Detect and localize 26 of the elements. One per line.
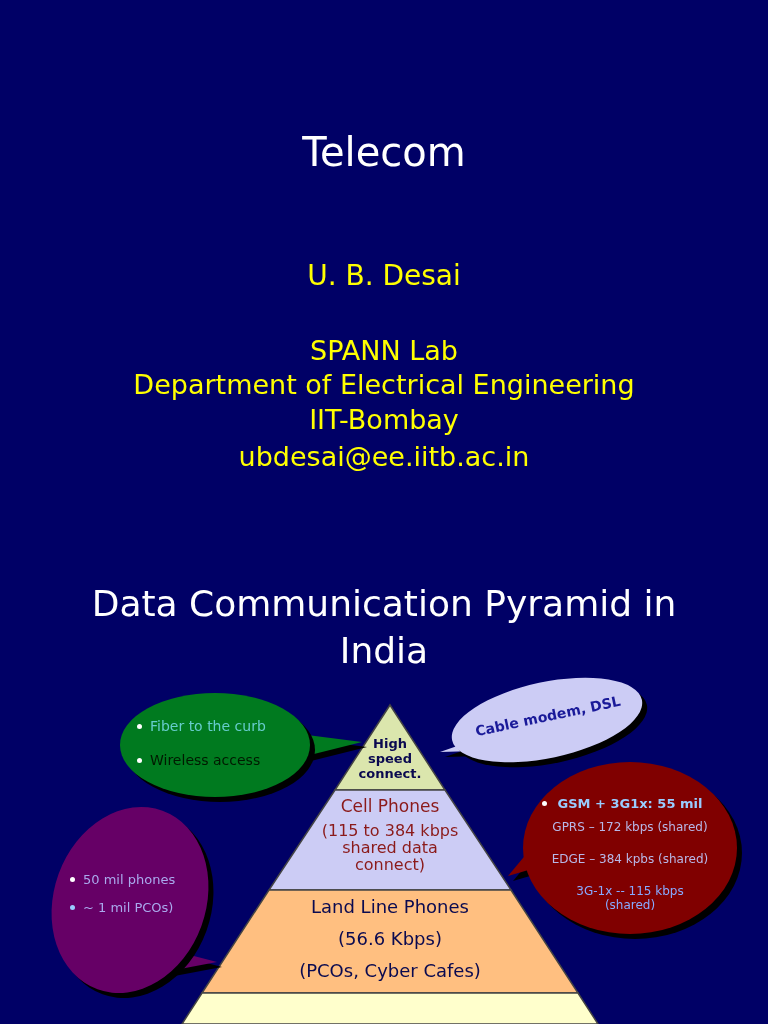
bubble-text: Cable modem, DSL [472, 692, 623, 741]
author-name: U. B. Desai [307, 258, 461, 294]
layer-text: (115 to 384 kbps shared data connect) [320, 822, 460, 873]
bubble-text: 50 mil phones [83, 872, 176, 888]
pyramid-layer [269, 790, 511, 890]
pyramid-layer [335, 705, 445, 790]
institute-name: IIT-Bombay [309, 403, 459, 437]
layer-text: Cell Phones [339, 796, 441, 816]
slide-title: Telecom [302, 128, 466, 176]
bubble-text: Wireless access [150, 752, 261, 769]
section-heading: Data Communication Pyramid in India [90, 582, 678, 673]
bubble-text: EDGE – 384 kpbs (shared) [550, 852, 710, 866]
pyramid-layer [202, 890, 578, 993]
bubble-text: 3G-1x -- 115 kbps (shared) [575, 884, 685, 912]
layer-text: Land Line Phones [310, 896, 470, 918]
lab-name: SPANN Lab [310, 334, 458, 368]
pyramid-layer [182, 993, 598, 1024]
layer-text: (PCOs, Cyber Cafes) [298, 960, 482, 982]
bubble-text: ~ 1 mil PCOs) [83, 900, 174, 916]
bubble-text: GSM + 3G1x: 55 mil [556, 796, 704, 811]
layer-text: (56.6 Kbps) [337, 928, 443, 950]
department-name: Department of Electrical Engineering [133, 368, 635, 402]
email-address: ubdesai@ee.iitb.ac.in [238, 440, 530, 474]
bubble-text: Fiber to the curb [150, 718, 266, 735]
bubble-text: GPRS – 172 kbps (shared) [551, 820, 709, 834]
layer-text: High speed connect. [357, 736, 423, 781]
